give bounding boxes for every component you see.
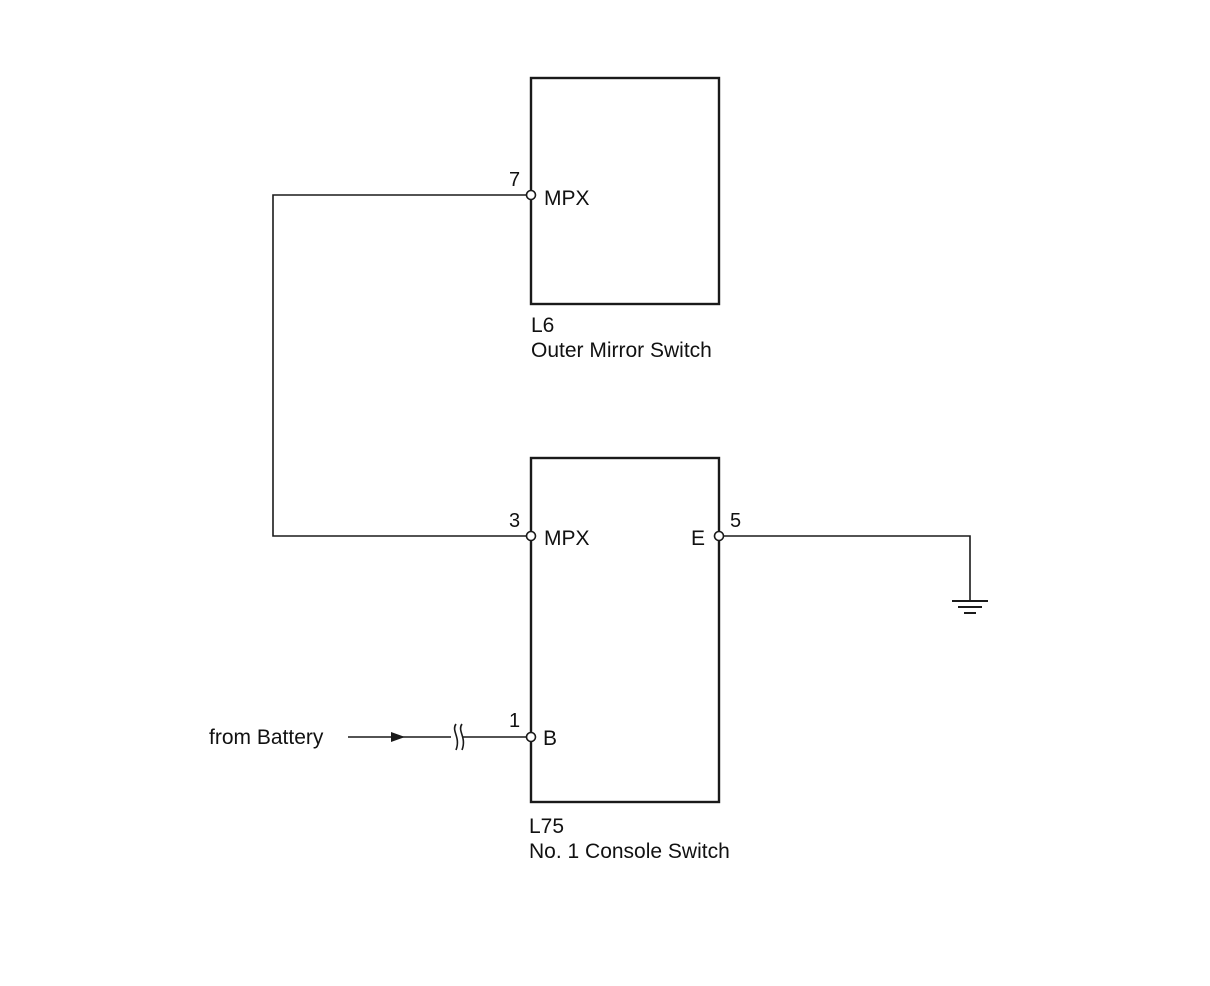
outer-mirror-switch-box xyxy=(529,76,721,306)
battery-label: from Battery xyxy=(209,726,324,749)
pin-number-l75-b: 1 xyxy=(509,710,520,732)
mpx-wire xyxy=(272,194,527,537)
pin-number-l75-mpx: 3 xyxy=(509,510,520,532)
outer-mirror-switch-name: Outer Mirror Switch xyxy=(531,339,712,362)
ground-wire xyxy=(724,535,971,600)
pin-number-l75-e: 5 xyxy=(730,510,741,532)
console-switch-name: No. 1 Console Switch xyxy=(529,840,730,863)
pin-label-l75-mpx: MPX xyxy=(544,527,590,550)
console-switch-code: L75 xyxy=(529,815,564,838)
ground-symbol xyxy=(952,600,988,614)
pin-terminal-l75-5 xyxy=(713,530,725,542)
wire-break-icon xyxy=(451,723,465,751)
pin-label-l75-b: B xyxy=(543,727,557,750)
console-switch-box xyxy=(529,456,721,804)
pin-terminal-l75-1 xyxy=(525,731,537,743)
pin-number-l6-mpx: 7 xyxy=(509,169,520,191)
arrow-icon xyxy=(391,732,405,742)
pin-terminal-l75-3 xyxy=(525,530,537,542)
pin-label-l6-mpx: MPX xyxy=(544,187,590,210)
pin-label-l75-e: E xyxy=(691,527,705,550)
pin-terminal-l6-7 xyxy=(525,189,537,201)
outer-mirror-switch-code: L6 xyxy=(531,314,554,337)
